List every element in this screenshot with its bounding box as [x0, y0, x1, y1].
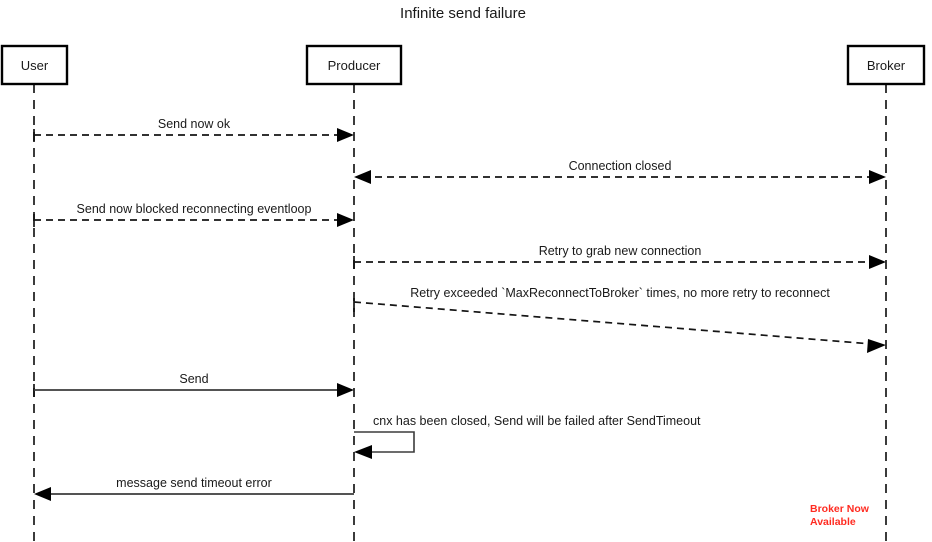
participant-box-producer[interactable] [305, 44, 403, 86]
message-line[interactable] [354, 431, 415, 453]
message-cnx-closed-self-loop[interactable]: cnx has been closed, Send will be failed… [354, 414, 701, 459]
note-broker-now-available: Broker Now Available [810, 503, 870, 528]
participant-user[interactable]: User [0, 44, 69, 86]
message-connection-closed[interactable]: Connection closed [354, 159, 886, 184]
participant-label-user: User [21, 58, 49, 73]
message-label: Retry to grab new connection [539, 244, 702, 258]
arrowhead-left-icon [34, 487, 51, 501]
participant-label-producer: Producer [328, 58, 381, 73]
participant-producer[interactable]: Producer [305, 44, 403, 86]
note-line-1: Broker Now [810, 503, 870, 515]
arrowhead-left-icon [354, 170, 371, 184]
message-label: cnx has been closed, Send will be failed… [373, 414, 701, 428]
note-line-2: Available [810, 516, 856, 528]
diagram-title: Infinite send failure [400, 5, 526, 22]
lifelines-group [33, 84, 887, 542]
arrowhead-right-icon [337, 383, 354, 397]
arrowhead-right-icon [869, 255, 886, 269]
arrowhead-right-icon [337, 128, 354, 142]
message-label: Send now ok [158, 117, 231, 131]
message-retry-exceeded[interactable]: Retry exceeded `MaxReconnectToBroker` ti… [353, 286, 886, 353]
message-send-now-blocked[interactable]: Send now blocked reconnecting eventloop [33, 202, 354, 227]
message-label: Send [179, 372, 208, 386]
participant-label-broker: Broker [867, 58, 906, 73]
arrowhead-right-icon [867, 339, 886, 353]
message-label: Connection closed [569, 159, 672, 173]
participant-box-user[interactable] [0, 44, 69, 86]
arrowhead-right-icon [337, 213, 354, 227]
message-label: message send timeout error [116, 476, 272, 490]
arrowhead-left-icon [354, 445, 372, 459]
message-label: Retry exceeded `MaxReconnectToBroker` ti… [410, 286, 830, 300]
participant-broker[interactable]: Broker [846, 44, 926, 86]
message-send-now-ok[interactable]: Send now ok [33, 117, 354, 142]
message-retry-grab-connection[interactable]: Retry to grab new connection [353, 244, 886, 269]
message-send-timeout-error[interactable]: message send timeout error [34, 476, 354, 501]
arrowhead-right-icon [869, 170, 886, 184]
message-label: Send now blocked reconnecting eventloop [77, 202, 312, 216]
message-line[interactable] [353, 301, 873, 345]
message-send[interactable]: Send [33, 372, 354, 397]
participant-box-broker[interactable] [846, 44, 926, 86]
